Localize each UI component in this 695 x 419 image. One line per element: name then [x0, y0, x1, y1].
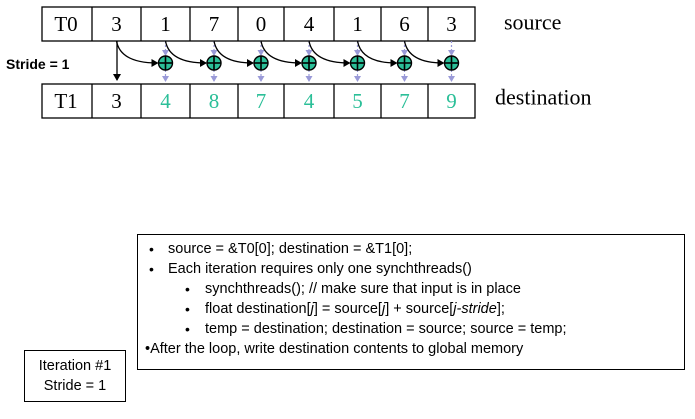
code-text-3: synchthreads(); // make sure that input … [205, 281, 521, 297]
iteration-stride: Stride = 1 [43, 378, 107, 394]
bullet-5: • [185, 321, 190, 337]
source-cell-value: 0 [256, 12, 267, 36]
code-text-2: Each iteration requires only one synchth… [168, 261, 472, 277]
source-caption: source [504, 10, 561, 35]
destination-cell-value: 4 [304, 89, 315, 113]
adder-icon [396, 55, 413, 71]
destination-array: T1 3 4 8 7 4 5 7 9 [41, 83, 476, 119]
code-text-4-part-2: j [310, 301, 314, 317]
adder-icon [443, 55, 460, 71]
shift-arrow [356, 40, 398, 67]
stride-label: Stride = 1 [6, 56, 70, 72]
source-array: T0 3 1 7 0 4 1 6 3 [41, 6, 476, 42]
code-line-3: • synchthreads(); // make sure that inpu… [145, 279, 676, 299]
source-cell-value: 7 [209, 12, 220, 36]
destination-cell-value: 7 [256, 89, 267, 113]
destination-cell-value: 3 [111, 89, 122, 113]
destination-caption: destination [495, 85, 592, 110]
bullet-2: • [149, 261, 154, 277]
code-text-4-part-7: ]; [496, 301, 505, 317]
adder-icon [157, 55, 174, 71]
shift-arrow [260, 40, 302, 67]
code-line-6: •After the loop, write destination conte… [145, 339, 676, 359]
code-text-5: temp = destination; destination = source… [205, 321, 567, 337]
adder-icon [301, 55, 317, 71]
adder-icon [253, 55, 269, 71]
adder-icon [349, 55, 366, 71]
code-line-5: • temp = destination; destination = sour… [145, 319, 676, 339]
source-cell-value: 3 [111, 12, 122, 36]
shift-arrow [308, 40, 351, 67]
destination-cell-value: 7 [399, 89, 410, 113]
code-line-4: • float destination[j] = source[j] + sou… [145, 299, 676, 319]
bullet-3: • [185, 281, 190, 297]
code-text-1: source = &T0[0]; destination = &T1[0]; [168, 241, 413, 257]
code-text-4-part-5: ] + source[ [385, 301, 454, 317]
code-text-4-part-1: float destination[ [205, 301, 311, 317]
shift-arrow [403, 40, 445, 67]
source-array-label: T0 [54, 12, 77, 36]
iteration-box: Iteration #1 Stride = 1 [24, 350, 126, 402]
source-cell-value: 6 [399, 12, 410, 36]
source-cell-value: 1 [352, 12, 363, 36]
destination-cell-value: 9 [446, 89, 457, 113]
source-cell-value: 1 [160, 12, 171, 36]
destination-array-label: T1 [54, 89, 77, 113]
bullet-1: • [149, 241, 154, 257]
shift-arrow [213, 40, 254, 67]
code-text-4-part-6: j-stride [453, 301, 497, 317]
bullet-4: • [185, 301, 190, 317]
shift-arrow [115, 40, 159, 67]
destination-cell-value: 4 [160, 89, 171, 113]
code-text-4-part-4: j [381, 301, 386, 317]
code-text-4-part-3: ] = source[ [313, 301, 382, 317]
source-cell-value: 3 [446, 12, 457, 36]
scan-diagram: T0 3 1 7 0 4 1 6 3 source T1 3 4 8 7 4 5 7 9 destinati… [6, 6, 592, 119]
code-line-1: • source = &T0[0]; destination = &T1[0]; [145, 239, 676, 259]
adder-icon [206, 55, 222, 71]
code-text-4: float destination[j] = source[j] + sourc… [205, 299, 505, 319]
source-cell-value: 4 [304, 12, 315, 36]
code-box: • source = &T0[0]; destination = &T1[0];… [137, 234, 685, 370]
iteration-number: Iteration #1 [38, 358, 112, 374]
destination-cell-value: 8 [209, 89, 220, 113]
code-text-6: •After the loop, write destination conte… [145, 341, 524, 357]
destination-cell-value: 5 [352, 89, 363, 113]
shift-arrow [164, 40, 207, 67]
code-line-2: • Each iteration requires only one synch… [145, 259, 676, 279]
